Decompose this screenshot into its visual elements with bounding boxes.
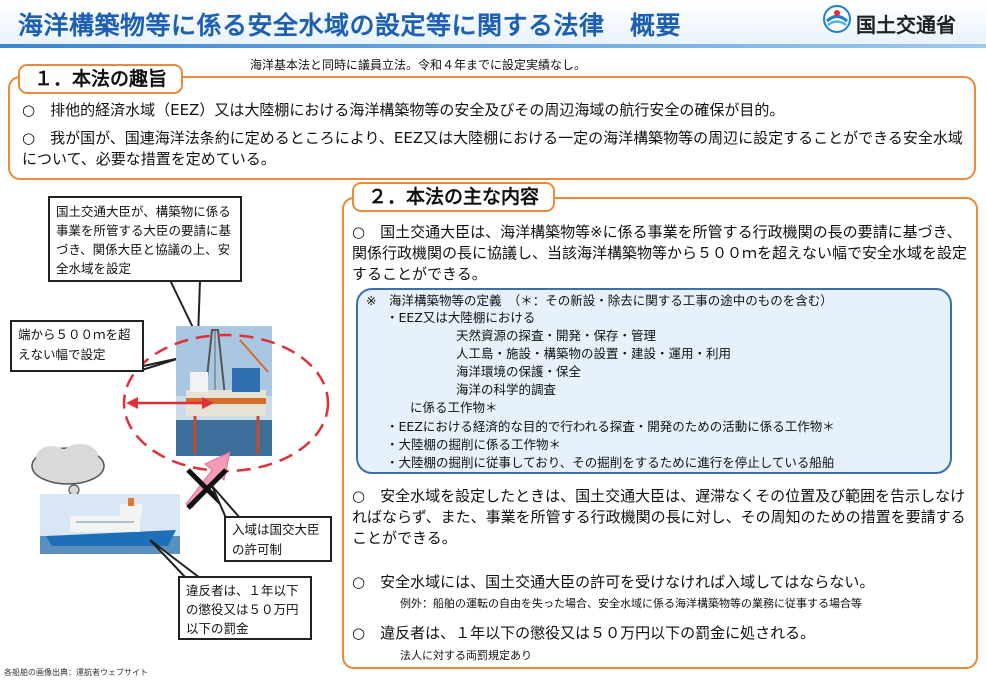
section2-paragraph-1: ○ 国土交通大臣は、海洋構築物等※に係る事業を所管する行政機関の長の要請に基づき… xyxy=(352,223,968,283)
definition-heading: ※ 海洋構築物等の定義 （＊：その新設・除去に関する工事の途中のものを含む） xyxy=(366,293,833,308)
safety-zone-illustration xyxy=(31,279,330,579)
definition-item-1-tail: に係る工作物＊ xyxy=(410,400,498,415)
header-bar xyxy=(0,0,986,44)
section2-paragraph-3: ○ 安全水域には、国土交通大臣の許可を受けなければ入域してはならない。 xyxy=(352,573,875,591)
section2-paragraph-4-exception: 法人に対する両罰規定あり xyxy=(400,649,532,662)
image-credit: 各船舶の画像出典：運航者ウェブサイト xyxy=(4,668,148,677)
mlit-logo-icon xyxy=(823,5,851,33)
section2-paragraph-3-exception: 例外：船舶の運転の自由を失った場合、安全水域に係る海洋構築物等の業務に従事する場… xyxy=(400,597,862,610)
definition-sub-item: 海洋の科学的調査 xyxy=(456,382,557,397)
section2-paragraph-2: ○ 安全水域を設定したときは、国土交通大臣は、遅滞なくその位置及び範囲を告示しな… xyxy=(352,487,966,547)
definition-sub-item: 天然資源の探査・開発・保存・管理 xyxy=(456,328,657,343)
definition-sub-item: 人工島・施設・構築物の設置・建設・運用・利用 xyxy=(456,346,732,361)
section1-paragraph-2: ○ 我が国が、国連海洋法条約に定めるところにより、EEZ又は大陸棚における一定の… xyxy=(22,129,963,168)
definition-sub-item: 海洋環境の保護・保全 xyxy=(456,364,582,379)
thought-cloud-icon xyxy=(31,444,105,505)
callout-entry-permit: 入域は国交大臣の許可制 xyxy=(224,516,332,562)
callout-zone-width: 端から５００ｍを超えない幅で設定 xyxy=(10,320,144,372)
offshore-rig-image xyxy=(176,326,272,456)
definition-item-1: ・EEZ又は大陸棚における xyxy=(386,310,536,325)
definition-item-2: ・EEZにおける経済的な目的で行われる探査・開発のための活動に係る工作物＊ xyxy=(386,419,835,434)
section2-heading: ２．本法の主な内容 xyxy=(352,182,556,212)
section2-paragraph-4: ○ 違反者は、１年以下の懲役又は５０万円以下の罰金に処される。 xyxy=(352,624,816,642)
callout-penalty: 違反者は、１年以下の懲役又は５０万円以下の罰金 xyxy=(178,576,312,640)
enactment-note: 海洋基本法と同時に議員立法。令和４年までに設定実績なし。 xyxy=(250,58,587,72)
org-name: 国土交通省 xyxy=(856,13,956,37)
definition-box xyxy=(356,288,952,474)
callout3-pointer xyxy=(211,485,243,519)
section1-heading: １．本法の趣旨 xyxy=(18,64,184,94)
header-divider xyxy=(0,44,986,48)
page-title: 海洋構築物等に係る安全水域の設定等に関する法律 概要 xyxy=(18,11,682,40)
ship-image xyxy=(40,494,180,554)
definition-item-4: ・大陸棚の掘削に従事しており、その掘削をするために進行を停止している船舶 xyxy=(386,455,835,470)
zone-width-arrow xyxy=(126,397,214,409)
callout-minister-sets-zone: 国土交通大臣が、構築物に係る事業を所管する大臣の要請に基づき、関係大臣と協議の上… xyxy=(48,196,242,282)
section1-paragraph-1: ○ 排他的経済水域（EEZ）又は大陸棚における海洋構築物等の安全及びその周辺海域… xyxy=(22,101,785,119)
definition-item-3: ・大陸棚の掘削に係る工作物＊ xyxy=(386,437,562,452)
